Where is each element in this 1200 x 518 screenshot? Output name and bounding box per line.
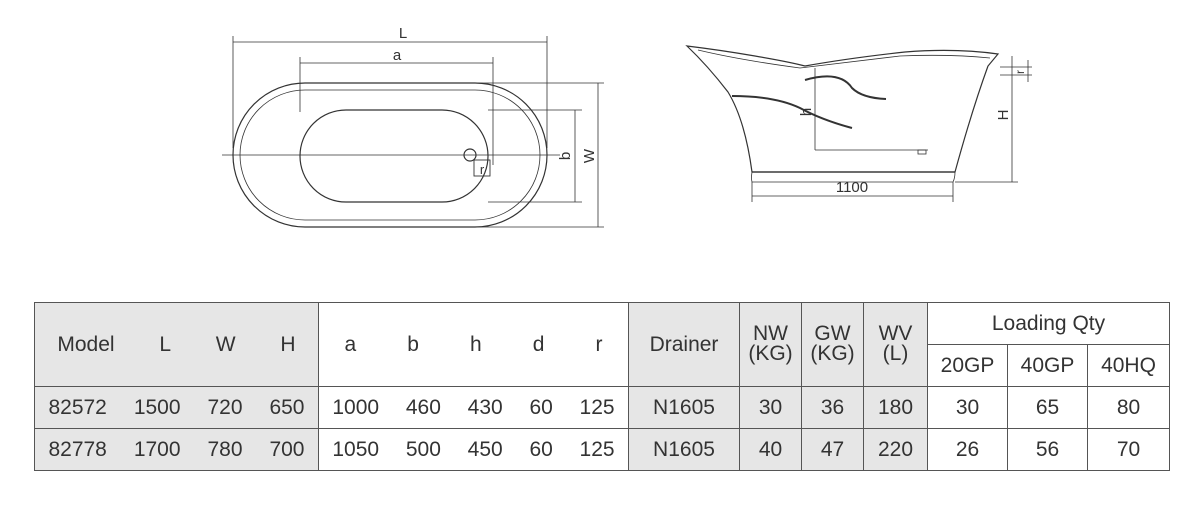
technical-drawing: L a b W r r h H 1100 xyxy=(222,25,1032,228)
bathtub-side-outline xyxy=(685,45,1000,173)
header-nw: NW(KG) xyxy=(739,302,802,387)
row-wv: 180 xyxy=(863,386,928,429)
row-drainer: N1605 xyxy=(628,386,740,429)
header-d: d xyxy=(532,332,545,356)
table-header-row-2: 20GP 40GP 40HQ xyxy=(35,344,1171,387)
bathtub-basin xyxy=(299,109,489,203)
header-40hq: 40HQ xyxy=(1086,344,1171,387)
header-loading-qty: Loading Qty xyxy=(926,302,1171,345)
label-W: W xyxy=(581,148,598,163)
header-L: L xyxy=(159,332,172,356)
header-basic: Model L W H xyxy=(34,302,319,387)
spec-table: Model L W H a b h d r Drainer NW(KG) GW(… xyxy=(34,302,1171,471)
label-L: L xyxy=(399,25,407,42)
header-40gp: 40GP xyxy=(1007,344,1088,387)
header-a: a xyxy=(344,332,357,356)
table-header-row-1: Model L W H a b h d r Drainer NW(KG) GW(… xyxy=(34,302,1171,387)
header-H: H xyxy=(280,332,296,356)
header-gw: GW(KG) xyxy=(801,302,864,387)
label-H: H xyxy=(995,110,1012,121)
row-nw: 30 xyxy=(739,386,802,429)
row-nw: 40 xyxy=(739,428,802,471)
header-inner: a b h d r xyxy=(318,302,629,387)
row-gw: 47 xyxy=(801,428,864,471)
label-h: h xyxy=(798,108,815,116)
label-a: a xyxy=(393,47,402,64)
header-W: W xyxy=(215,332,236,356)
row-40gp: 65 xyxy=(1007,386,1088,429)
header-wv: WV(L) xyxy=(863,302,928,387)
row-20gp: 26 xyxy=(927,428,1008,471)
drain-box xyxy=(473,159,491,177)
row-20gp: 30 xyxy=(927,386,1008,429)
top-view xyxy=(222,36,604,228)
row-wv: 220 xyxy=(863,428,928,471)
header-h: h xyxy=(469,332,482,356)
row-40gp: 56 xyxy=(1007,428,1088,471)
row-40hq: 80 xyxy=(1086,386,1171,429)
header-r: r xyxy=(595,332,603,356)
label-side-r: r xyxy=(1013,70,1027,74)
header-drainer: Drainer xyxy=(628,302,740,387)
row-40hq: 70 xyxy=(1086,428,1171,471)
side-view xyxy=(685,45,1032,202)
row-gw: 36 xyxy=(801,386,864,429)
header-b: b xyxy=(407,332,419,356)
row-drainer: N1605 xyxy=(628,428,740,471)
label-b: b xyxy=(557,152,574,160)
header-model: Model xyxy=(57,332,115,356)
header-20gp: 20GP xyxy=(927,344,1008,387)
label-r: r xyxy=(480,162,485,177)
label-bottom-length: 1100 xyxy=(836,179,868,196)
